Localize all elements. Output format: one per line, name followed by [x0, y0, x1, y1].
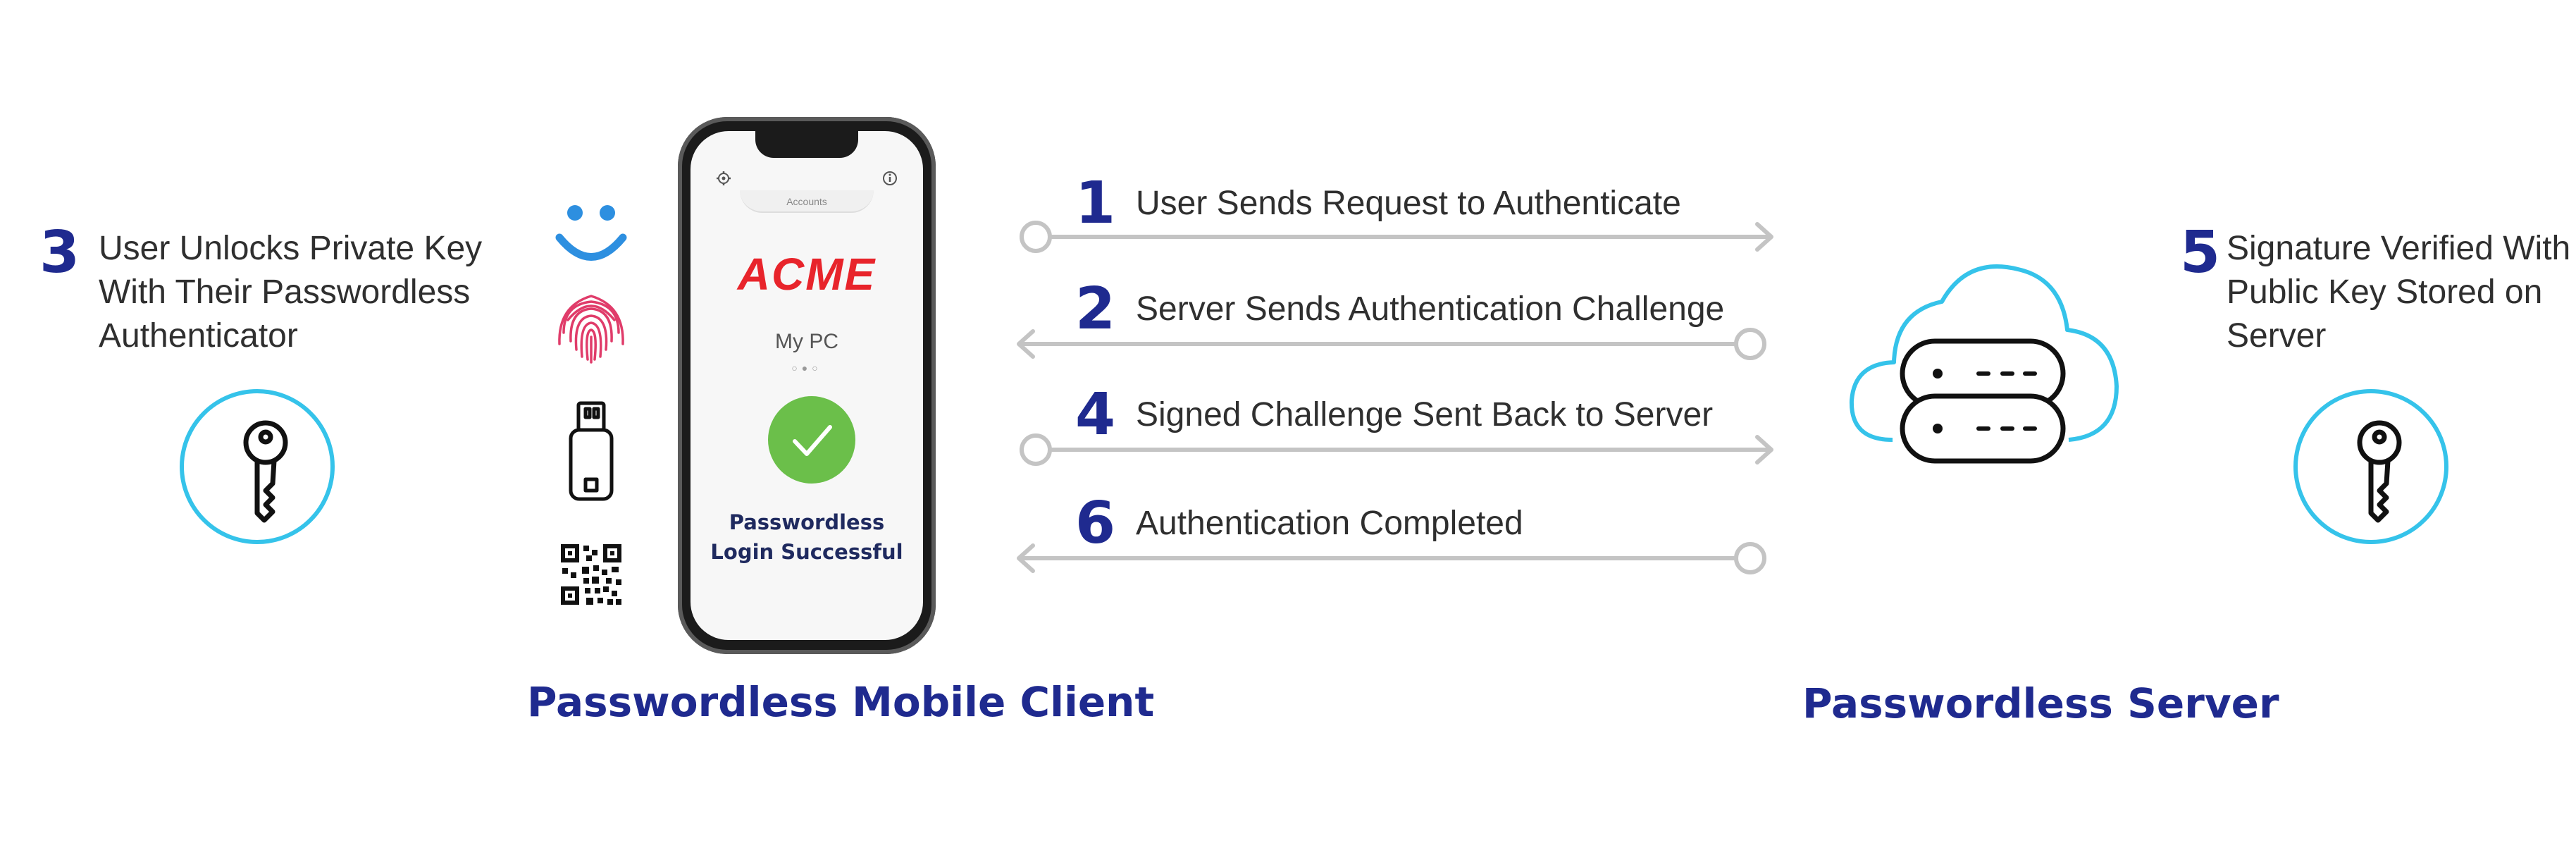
flow-step-number: 6 [1075, 490, 1116, 557]
gear-icon[interactable] [716, 171, 731, 186]
accounts-tab[interactable] [740, 190, 874, 213]
server-caption: Passwordless Server [1802, 679, 2279, 727]
key-icon [2357, 420, 2402, 523]
flow-arrow-left [1017, 542, 1766, 574]
info-icon[interactable] [882, 171, 898, 186]
key-icon [243, 420, 288, 523]
usb-key-icon [569, 401, 614, 501]
step-text-line: Authenticator [99, 317, 298, 355]
flow-step-label: Server Sends Authentication Challenge [1136, 290, 1725, 328]
flow-step-number: 4 [1075, 381, 1116, 448]
flow-arrow-right [1020, 433, 1773, 466]
flow-arrow-left [1017, 328, 1766, 360]
accounts-tab-label: Accounts [786, 196, 827, 207]
fingerprint-icon [558, 295, 624, 364]
private-key-circle [180, 389, 335, 544]
qr-code-icon [561, 544, 621, 605]
flow-step-number: 1 [1075, 170, 1116, 237]
phone-screen: Accounts ACME My PC ○●○ Passwordless Log… [691, 131, 923, 640]
step-text-line: Public Key Stored on [2227, 273, 2543, 311]
flow-step-number: 2 [1075, 276, 1116, 343]
login-status-line: Passwordless [729, 510, 885, 534]
step-text-line: User Unlocks Private Key [99, 230, 483, 267]
device-name: My PC [775, 330, 838, 353]
public-key-circle [2293, 389, 2448, 544]
step-text-line: Signature Verified With [2227, 230, 2571, 267]
smiley-face-icon [555, 205, 627, 261]
step-number: 3 [39, 219, 80, 286]
step-description: User Unlocks Private Key With Their Pass… [99, 227, 493, 358]
step-text-line: Server [2227, 317, 2327, 355]
flow-step-label: Signed Challenge Sent Back to Server [1136, 396, 1714, 433]
success-check-icon [768, 396, 855, 484]
login-status: Passwordless Login Successful [691, 507, 923, 567]
flow-step-label: User Sends Request to Authenticate [1136, 185, 1681, 222]
cloud-server-icon [1849, 264, 2119, 464]
page-indicator: ○●○ [791, 362, 822, 374]
phone-notch [755, 131, 858, 158]
step-number: 5 [2180, 219, 2221, 286]
step-text-line: With Their Passwordless [99, 273, 471, 311]
phone-mockup: Accounts ACME My PC ○●○ Passwordless Log… [678, 117, 936, 654]
step-description: Signature Verified With Public Key Store… [2227, 227, 2572, 358]
client-caption: Passwordless Mobile Client [527, 678, 1155, 726]
login-status-line: Login Successful [710, 540, 903, 564]
brand-logo: ACME [737, 249, 877, 300]
flow-arrow-right [1020, 221, 1773, 253]
flow-step-label: Authentication Completed [1136, 505, 1523, 542]
